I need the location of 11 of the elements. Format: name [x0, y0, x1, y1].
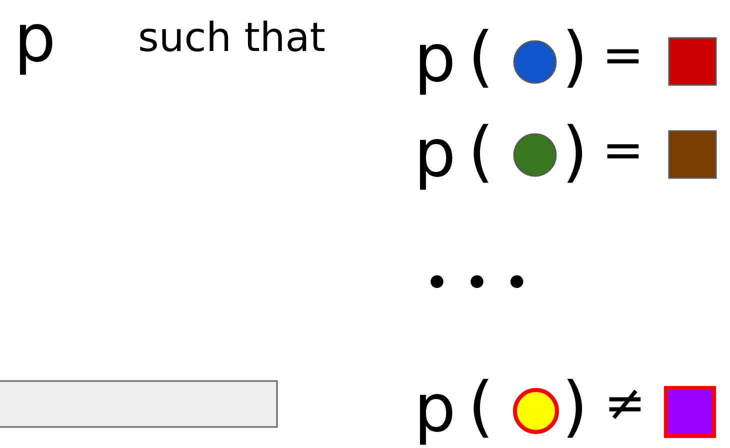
not-equal-sign: ≠: [604, 378, 646, 428]
close-paren: ): [562, 119, 588, 185]
close-paren: ): [562, 374, 588, 440]
ellipsis-dots: • • •: [424, 262, 530, 306]
equals-sign: =: [602, 125, 644, 175]
phrase-text: such that: [138, 18, 326, 58]
open-paren: (: [468, 119, 494, 185]
open-paren: (: [468, 24, 494, 90]
equals-sign: =: [602, 30, 644, 80]
open-paren: (: [468, 374, 494, 440]
close-paren: ): [562, 24, 588, 90]
